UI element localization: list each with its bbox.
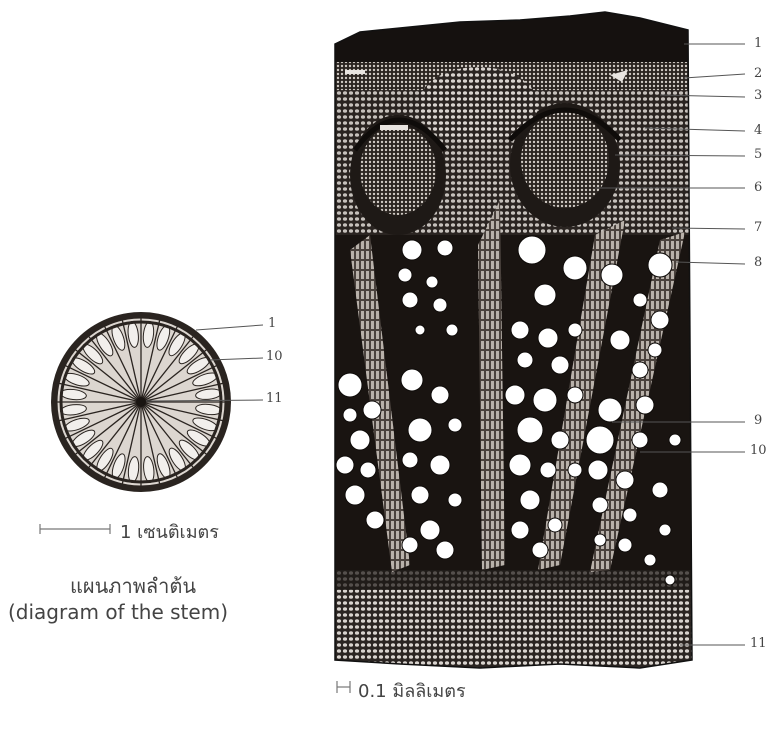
vessel-cell — [448, 493, 462, 507]
scale-text-cm: 1 เซนติเมตร — [120, 517, 219, 546]
section-label-1: 1 — [754, 36, 762, 51]
vessel-cell — [616, 471, 634, 489]
vessel-cell — [401, 369, 423, 391]
vessel-cell — [669, 434, 681, 446]
vessel-cell — [665, 575, 675, 585]
vessel-cell — [505, 385, 525, 405]
vessel-cell — [343, 408, 357, 422]
vessel-cell — [623, 508, 637, 522]
vessel-cell — [408, 418, 432, 442]
vessel-cell — [402, 452, 418, 468]
vessel-cell — [517, 417, 543, 443]
disc-label-10: 10 — [266, 349, 283, 364]
vessel-cell — [518, 236, 546, 264]
section-label-3: 3 — [754, 88, 762, 103]
vessel-cell — [568, 323, 582, 337]
vessel-cell — [588, 460, 608, 480]
vessel-cell — [437, 240, 453, 256]
vessel-cell — [540, 462, 556, 478]
vessel-cell — [402, 292, 418, 308]
vessel-cell — [533, 388, 557, 412]
diagram-title-thai: แผนภาพลำต้น — [70, 570, 196, 602]
vessel-cell — [402, 537, 418, 553]
vessel-cell — [610, 330, 630, 350]
section-label-9: 9 — [754, 413, 762, 428]
vessel-cell — [632, 362, 648, 378]
vessel-cell — [659, 524, 671, 536]
vessel-cell — [517, 352, 533, 368]
scale-bar-mm — [337, 681, 350, 693]
vessel-cell — [651, 311, 669, 329]
scale-text-mm: 0.1 มิลลิเมตร — [358, 676, 466, 705]
vessel-cell — [336, 456, 354, 474]
vessel-cell — [594, 534, 606, 546]
vessel-cell — [534, 284, 556, 306]
vessel-cell — [568, 463, 582, 477]
vessel-cell — [644, 554, 656, 566]
vessel-cell — [402, 240, 422, 260]
section-label-5: 5 — [754, 147, 762, 162]
vessel-cell — [532, 542, 548, 558]
section-label-10: 10 — [750, 443, 767, 458]
disc-label-11: 11 — [266, 391, 283, 406]
vessel-cell — [648, 253, 672, 277]
disc-label-1: 1 — [268, 316, 276, 331]
vessel-cell — [509, 454, 531, 476]
vessel-cell — [511, 321, 529, 339]
section-label-11: 11 — [750, 636, 767, 651]
section-label-2: 2 — [754, 66, 762, 81]
vessel-cell — [511, 521, 529, 539]
vessel-cell — [433, 298, 447, 312]
vessel-cell — [633, 293, 647, 307]
vessel-cell — [551, 356, 569, 374]
vessel-cell — [431, 386, 449, 404]
vessel-cell — [601, 264, 623, 286]
vessel-cell — [436, 541, 454, 559]
section-label-6: 6 — [754, 180, 762, 195]
vessel-cell — [592, 497, 608, 513]
section-label-4: 4 — [754, 123, 762, 138]
scale-bar-cm — [40, 524, 110, 534]
vessel-cell — [411, 486, 429, 504]
vessel-cell — [446, 324, 458, 336]
diagram-title-english: (diagram of the stem) — [8, 600, 228, 624]
vessel-cell — [548, 518, 562, 532]
vessel-cell — [363, 401, 381, 419]
vessel-cell — [636, 396, 654, 414]
vessel-cell — [345, 485, 365, 505]
vessel-cell — [551, 431, 569, 449]
vessel-cell — [415, 325, 425, 335]
vessel-cell — [632, 432, 648, 448]
vessel-cell — [520, 490, 540, 510]
vessel-cell — [338, 373, 362, 397]
vessel-cell — [598, 398, 622, 422]
vessel-cell — [420, 520, 440, 540]
section-label-8: 8 — [754, 255, 762, 270]
vessel-cell — [398, 268, 412, 282]
vessel-cell — [618, 538, 632, 552]
stem-cross-section-disc — [51, 312, 231, 492]
vessel-cell — [366, 511, 384, 529]
vessel-cell — [538, 328, 558, 348]
vessel-cell — [430, 455, 450, 475]
stem-section-micrograph — [330, 10, 695, 675]
vessel-cell — [350, 430, 370, 450]
section-label-7: 7 — [754, 220, 762, 235]
vessel-cell — [648, 343, 662, 357]
vessel-cell — [426, 276, 438, 288]
vessel-cell — [563, 256, 587, 280]
vessel-cell — [448, 418, 462, 432]
vessel-cell — [360, 462, 376, 478]
vessel-cell — [652, 482, 668, 498]
vessel-cell — [586, 426, 614, 454]
vessel-cell — [567, 387, 583, 403]
